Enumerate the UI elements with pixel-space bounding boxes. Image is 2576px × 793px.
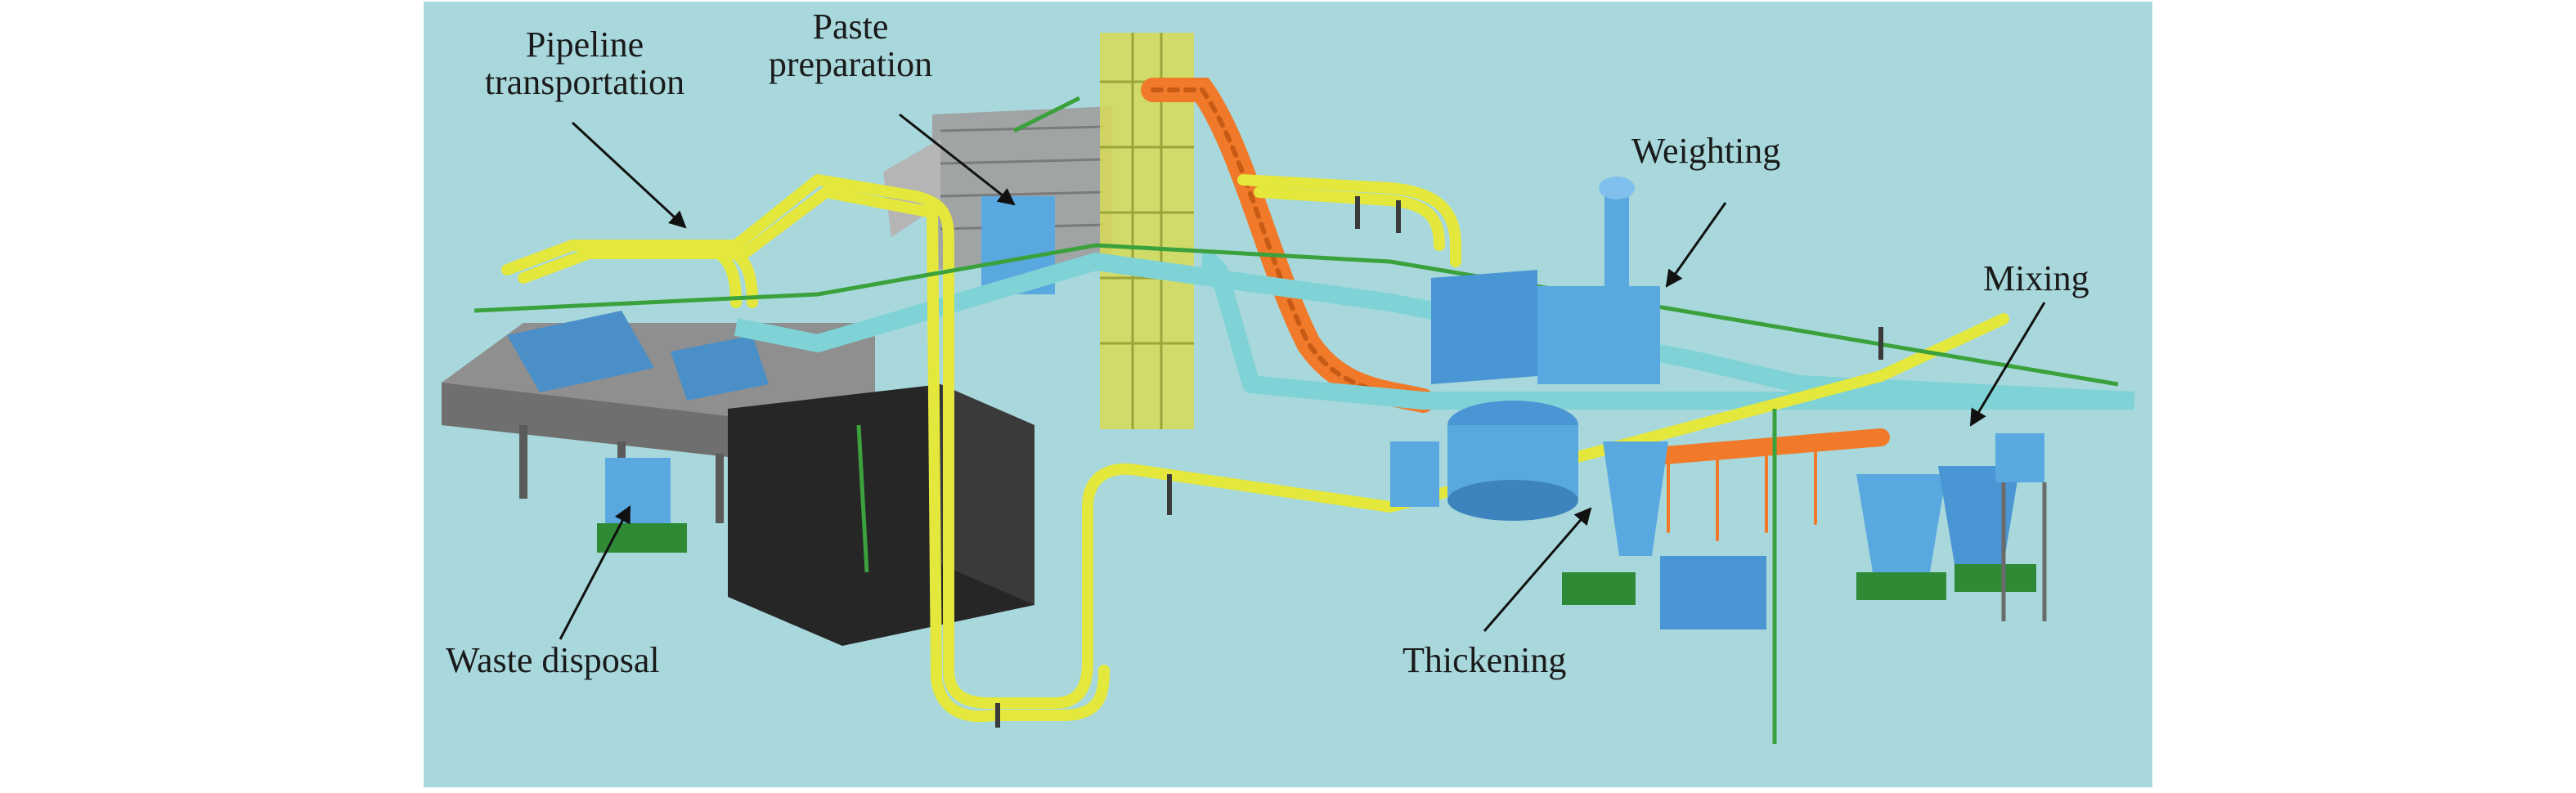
paste-label-line2: preparation xyxy=(768,44,933,85)
arrow-icon xyxy=(1483,507,1592,632)
mixing-equipment xyxy=(1856,433,2047,621)
mixing-label: Mixing xyxy=(1983,258,2089,298)
dark-block xyxy=(728,384,1034,646)
pipeline-label-line1: Pipeline xyxy=(525,25,644,65)
arrow-icon xyxy=(571,121,687,229)
arrow-icon xyxy=(1969,302,2046,427)
waste-label: Waste disposal xyxy=(446,640,660,680)
pipeline-label-line2: transportation xyxy=(484,62,685,103)
pipe-supports xyxy=(995,196,1883,728)
thickening-label: Thickening xyxy=(1402,640,1567,680)
paste-label: Paste preparation xyxy=(736,7,965,85)
annotation-arrows xyxy=(559,113,2046,640)
arrow-icon xyxy=(559,505,631,640)
arrow-icon xyxy=(899,113,1016,206)
weighting-label: Weighting xyxy=(1631,131,1781,171)
arrow-icon xyxy=(1665,202,1727,288)
thickening-weighting-equipment xyxy=(1390,177,1766,629)
pipeline-label: Pipeline transportation xyxy=(454,25,716,103)
pipelines xyxy=(501,174,2009,723)
paste-label-line1: Paste xyxy=(812,7,889,47)
